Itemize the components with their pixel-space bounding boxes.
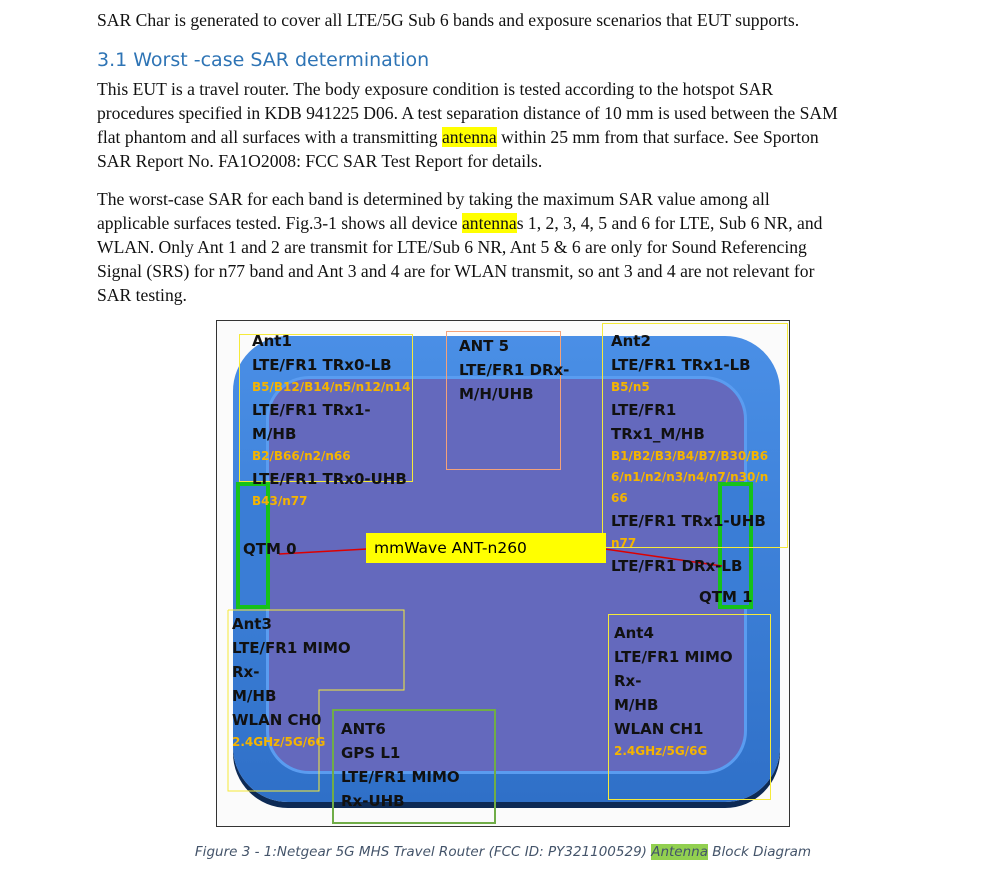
label: TRx1_M/HB xyxy=(611,425,705,443)
band-label: B1/B2/B3/B4/B7/B30/B6 xyxy=(611,449,769,463)
band-label: B5/B12/B14/n5/n12/n14 xyxy=(252,380,411,394)
text-span: applicable surfaces tested. Fig.3-1 show… xyxy=(97,213,462,233)
label: Rx- xyxy=(232,663,260,681)
text-line: Signal (SRS) for n77 band and Ant 3 and … xyxy=(97,261,815,281)
label: LTE/FR1 DRx-LB xyxy=(611,557,743,575)
label: WLAN CH0 xyxy=(232,711,322,729)
band-label: B5/n5 xyxy=(611,380,650,394)
highlight: antenna xyxy=(461,213,517,233)
label: Rx- xyxy=(614,672,642,690)
ant5-labels: ANT 5 LTE/FR1 DRx- M/H/UHB xyxy=(459,334,569,406)
qtm0-label: QTM 0 xyxy=(243,540,297,558)
band-label: n77 xyxy=(611,536,637,550)
ant4-labels: Ant4 LTE/FR1 MIMO Rx- M/HB WLAN CH1 2.4G… xyxy=(614,621,733,762)
ant1-box xyxy=(239,334,413,482)
text-line: WLAN. Only Ant 1 and 2 are transmit for … xyxy=(97,237,807,257)
label: M/HB xyxy=(614,696,659,714)
text-line: SAR testing. xyxy=(97,285,187,305)
label: M/H/UHB xyxy=(459,385,534,403)
band-label: 2.4GHz/5G/6G xyxy=(232,735,326,749)
text-line: This EUT is a travel router. The body ex… xyxy=(97,79,774,99)
text-span: flat phantom and all surfaces with a tra… xyxy=(97,127,442,147)
text-line: SAR Report No. FA1O2008: FCC SAR Test Re… xyxy=(97,151,543,171)
text-line: applicable surfaces tested. Fig.3-1 show… xyxy=(97,212,822,234)
band-label: 66 xyxy=(611,491,628,505)
label: LTE/FR1 MIMO xyxy=(614,648,733,666)
band-label: B2/B66/n2/n66 xyxy=(252,449,351,463)
qtm1-label: QTM 1 xyxy=(699,588,753,606)
caption-highlight: Antenna xyxy=(651,844,708,860)
label: Ant2 xyxy=(611,332,651,350)
label: LTE/FR1 TRx0-UHB xyxy=(252,470,407,488)
label: M/HB xyxy=(232,687,277,705)
label: Ant4 xyxy=(614,624,654,642)
label: Ant1 xyxy=(252,332,292,350)
band-label: B43/n77 xyxy=(252,494,308,508)
label: WLAN CH1 xyxy=(614,720,704,738)
highlight: antenna xyxy=(441,127,497,147)
band-label: 6/n1/n2/n3/n4/n7/n30/n xyxy=(611,470,769,484)
band-label: 2.4GHz/5G/6G xyxy=(614,744,708,758)
label: LTE/FR1 TRx0-LB xyxy=(252,356,392,374)
label: GPS L1 xyxy=(341,744,401,762)
device-screen xyxy=(269,379,744,771)
ant4-box xyxy=(608,614,771,800)
connector-lines xyxy=(227,548,723,792)
qtm0-module xyxy=(236,482,270,609)
ant2-labels: Ant2 LTE/FR1 TRx1-LB B5/n5 LTE/FR1 TRx1_… xyxy=(611,329,768,578)
text-line: flat phantom and all surfaces with a tra… xyxy=(97,126,819,148)
label: Rx-UHB xyxy=(341,792,405,810)
section-heading: 3.1 Worst -case SAR determination xyxy=(97,49,430,71)
ant5-box xyxy=(446,331,561,470)
ant6-labels: ANT6 GPS L1 LTE/FR1 MIMO Rx-UHB xyxy=(341,717,460,813)
mmwave-label: mmWave ANT-n260 xyxy=(366,533,606,563)
label: LTE/FR1 TRx1-LB xyxy=(611,356,751,374)
ant2-box xyxy=(602,323,788,548)
ant6-box xyxy=(332,709,496,824)
text-line: procedures specified in KDB 941225 D06. … xyxy=(97,103,838,123)
text-span: s 1, 2, 3, 4, 5 and 6 for LTE, Sub 6 NR,… xyxy=(516,213,823,233)
caption-text: Figure 3 - 1:Netgear 5G MHS Travel Route… xyxy=(194,844,652,860)
qtm1-module xyxy=(718,482,753,609)
caption-text: Block Diagram xyxy=(708,844,812,860)
label: ANT6 xyxy=(341,720,386,738)
ant3-labels: Ant3 LTE/FR1 MIMO Rx- M/HB WLAN CH0 2.4G… xyxy=(232,612,351,753)
label: ANT 5 xyxy=(459,337,510,355)
figure-caption: Figure 3 - 1:Netgear 5G MHS Travel Route… xyxy=(0,844,999,860)
label: M/HB xyxy=(252,425,297,443)
label: LTE/FR1 TRx1-UHB xyxy=(611,512,766,530)
text-line: The worst-case SAR for each band is dete… xyxy=(97,189,770,209)
label: LTE/FR1 xyxy=(611,401,677,419)
label: LTE/FR1 DRx- xyxy=(459,361,570,379)
intro-text: SAR Char is generated to cover all LTE/5… xyxy=(97,10,800,30)
text-span: within 25 mm from that surface. See Spor… xyxy=(496,127,819,147)
ant1-labels: Ant1 LTE/FR1 TRx0-LB B5/B12/B14/n5/n12/n… xyxy=(252,329,410,512)
label: LTE/FR1 MIMO xyxy=(232,639,351,657)
antenna-block-diagram: mmWave ANT-n260 Ant1 LTE/FR1 TRx0-LB B5/… xyxy=(216,320,790,827)
label: LTE/FR1 MIMO xyxy=(341,768,460,786)
label: LTE/FR1 TRx1- xyxy=(252,401,371,419)
label: Ant3 xyxy=(232,615,272,633)
